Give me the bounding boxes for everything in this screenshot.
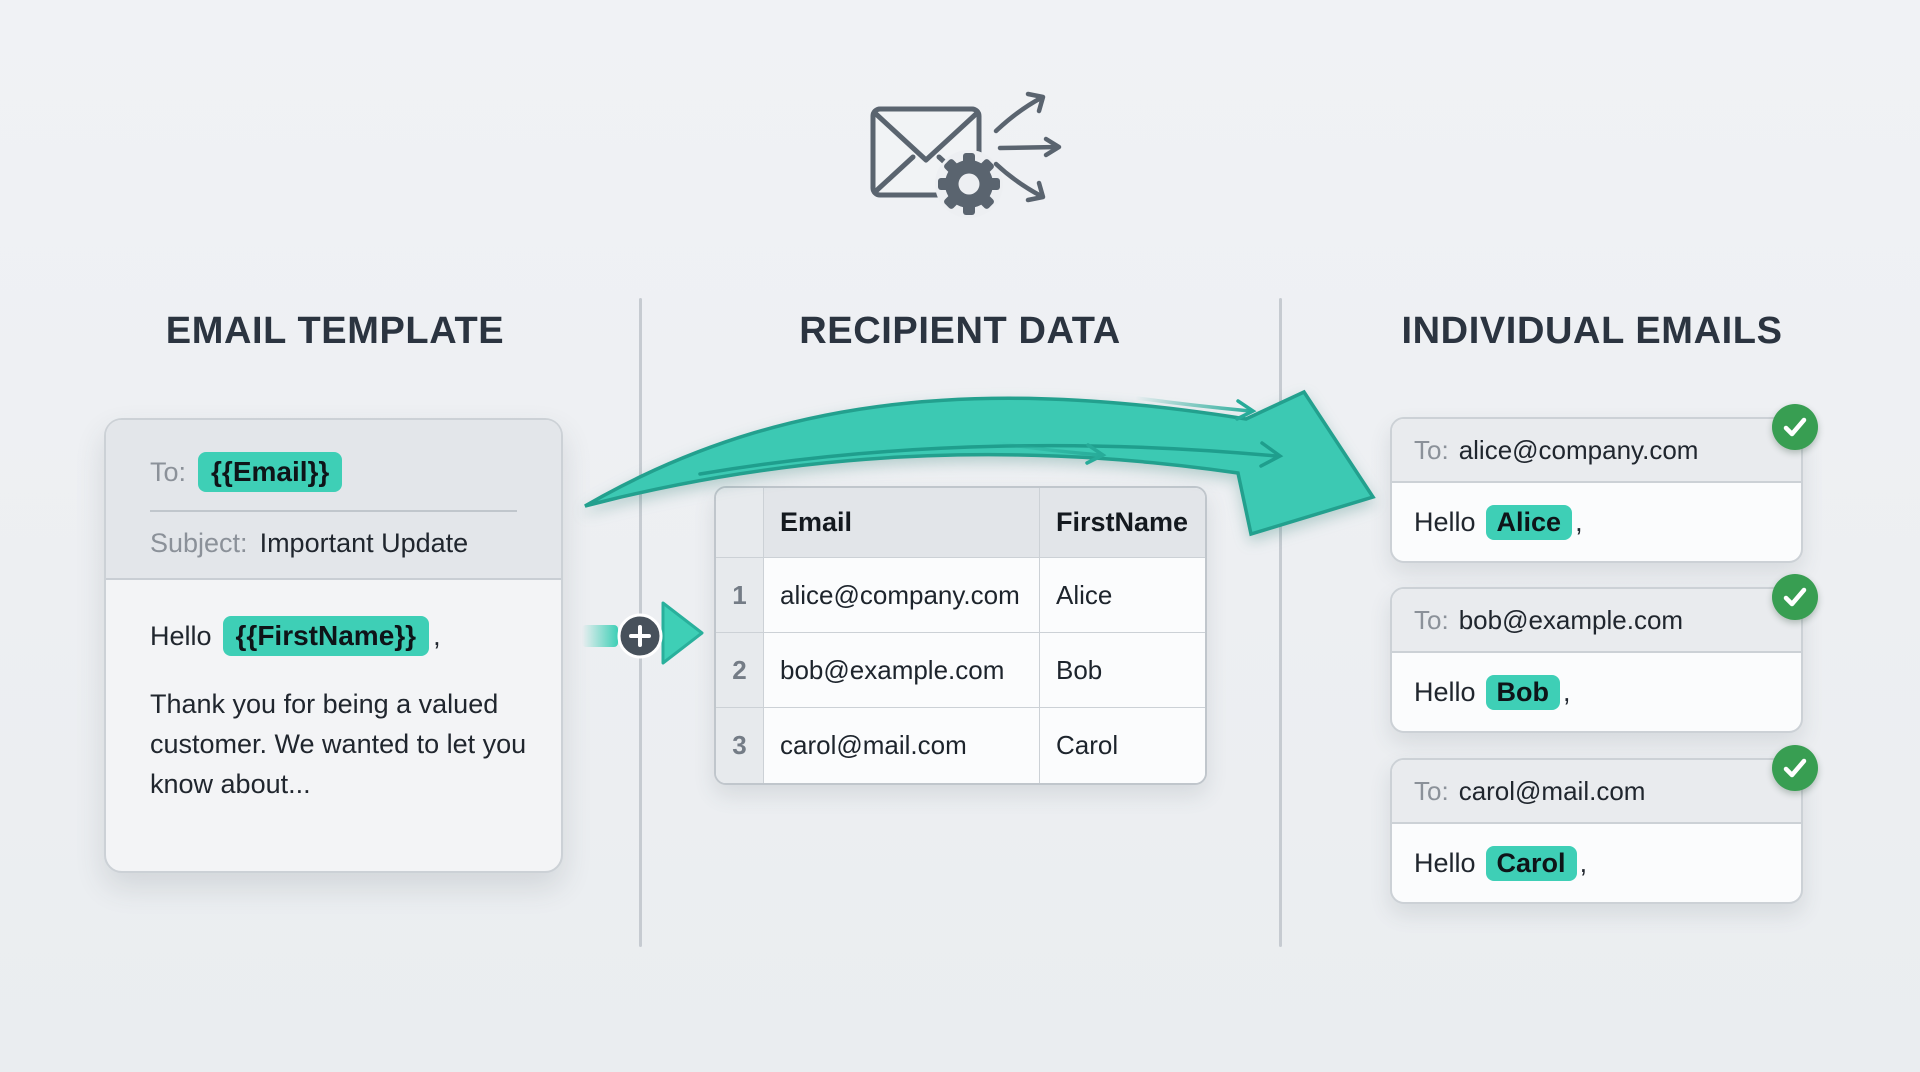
- template-to-row: To: {{Email}}: [150, 452, 517, 492]
- table-cell-email: carol@mail.com: [764, 708, 1040, 783]
- greeting-suffix: ,: [1579, 847, 1588, 878]
- table-header-email: Email: [764, 488, 1040, 558]
- greeting-suffix: ,: [1575, 506, 1583, 537]
- subject-label: Subject:: [150, 528, 248, 558]
- greeting-prefix: Hello: [1414, 847, 1476, 878]
- to-label: To:: [1414, 604, 1449, 635]
- email-card-header: To: bob@example.com: [1392, 589, 1801, 653]
- individual-email-card: To: carol@mail.com Hello Carol ,: [1390, 745, 1818, 904]
- email-template-card: To: {{Email}} Subject: Important Update …: [104, 418, 563, 873]
- speed-arrow-lower: [996, 441, 1107, 465]
- merged-name-chip: Alice: [1485, 504, 1573, 540]
- email-token-chip: {{Email}}: [198, 452, 343, 492]
- fan-out-arrows-icon: [993, 91, 1062, 203]
- greeting-prefix: Hello: [1414, 506, 1476, 537]
- table-cell-firstname: Bob: [1040, 633, 1205, 708]
- greeting-suffix: ,: [433, 620, 441, 651]
- check-icon: [1772, 404, 1818, 450]
- connector-arrowhead: [661, 601, 704, 665]
- check-icon: [1772, 574, 1818, 620]
- table-row-number: 1: [716, 558, 764, 633]
- to-label: To:: [150, 456, 187, 487]
- check-icon: [1772, 745, 1818, 791]
- firstname-token-chip: {{FirstName}}: [222, 616, 430, 656]
- heading-recipient-data: RECIPIENT DATA: [799, 310, 1121, 352]
- table-corner-cell: [716, 488, 764, 558]
- email-address: alice@company.com: [1458, 434, 1699, 465]
- greeting-suffix: ,: [1563, 676, 1571, 707]
- table-cell-email: bob@example.com: [764, 633, 1040, 708]
- template-card-body: Hello {{FirstName}} , Thank you for bein…: [106, 580, 561, 804]
- merge-arrow-accent-line: [698, 441, 1284, 476]
- merged-name-chip: Bob: [1485, 674, 1561, 710]
- individual-email-card: To: alice@company.com Hello Alice ,: [1390, 404, 1818, 563]
- heading-email-template: EMAIL TEMPLATE: [165, 310, 505, 352]
- greeting-prefix: Hello: [150, 620, 212, 651]
- merged-name-chip: Carol: [1485, 845, 1577, 881]
- table-row-number: 3: [716, 708, 764, 783]
- table-header-firstname: FirstName: [1040, 488, 1205, 558]
- template-header-divider: [150, 510, 517, 512]
- section-divider-left: [639, 298, 642, 947]
- plus-merge-connector: [582, 601, 704, 665]
- connector-fade-bar: [582, 625, 618, 647]
- template-body-text: Thank you for being a valued customer. W…: [150, 689, 527, 799]
- template-card-header: To: {{Email}} Subject: Important Update: [106, 420, 561, 580]
- email-card-header: To: alice@company.com: [1392, 419, 1801, 483]
- email-card-body: Hello Bob ,: [1392, 653, 1801, 731]
- to-label: To:: [1414, 775, 1449, 806]
- speed-arrow-upper: [1135, 396, 1257, 421]
- recipient-table: Email FirstName 1 alice@company.com Alic…: [714, 486, 1207, 785]
- individual-email-card: To: bob@example.com Hello Bob ,: [1390, 574, 1818, 733]
- subject-value: Important Update: [259, 528, 469, 558]
- template-greeting: Hello {{FirstName}} ,: [150, 616, 517, 656]
- table-cell-firstname: Carol: [1040, 708, 1205, 783]
- envelope-icon: [870, 106, 982, 198]
- greeting-prefix: Hello: [1414, 676, 1476, 707]
- table-cell-email: alice@company.com: [764, 558, 1040, 633]
- to-label: To:: [1414, 434, 1449, 465]
- template-subject-row: Subject: Important Update: [150, 528, 517, 559]
- table-cell-firstname: Alice: [1040, 558, 1205, 633]
- table-row-number: 2: [716, 633, 764, 708]
- heading-individual-emails: INDIVIDUAL EMAILS: [1401, 310, 1783, 352]
- email-address: bob@example.com: [1458, 604, 1684, 635]
- email-card-header: To: carol@mail.com: [1392, 760, 1801, 824]
- section-divider-right: [1279, 298, 1282, 947]
- email-address: carol@mail.com: [1458, 775, 1646, 806]
- email-card-body: Hello Carol ,: [1392, 824, 1801, 902]
- email-card-body: Hello Alice ,: [1392, 483, 1801, 561]
- gear-icon: [935, 150, 1003, 218]
